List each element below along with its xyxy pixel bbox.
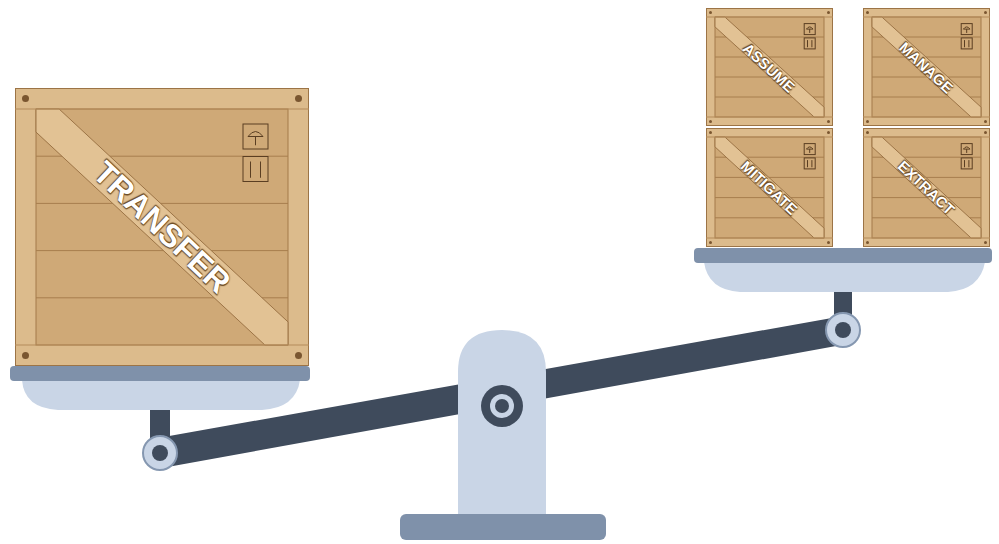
crate-box: MITIGATE bbox=[706, 128, 833, 247]
crate-box: ASSUME bbox=[706, 8, 833, 126]
crate-box: MANAGE bbox=[863, 8, 990, 126]
crate-box: TRANSFER bbox=[15, 88, 309, 366]
crate-box: EXTRACT bbox=[863, 128, 990, 247]
